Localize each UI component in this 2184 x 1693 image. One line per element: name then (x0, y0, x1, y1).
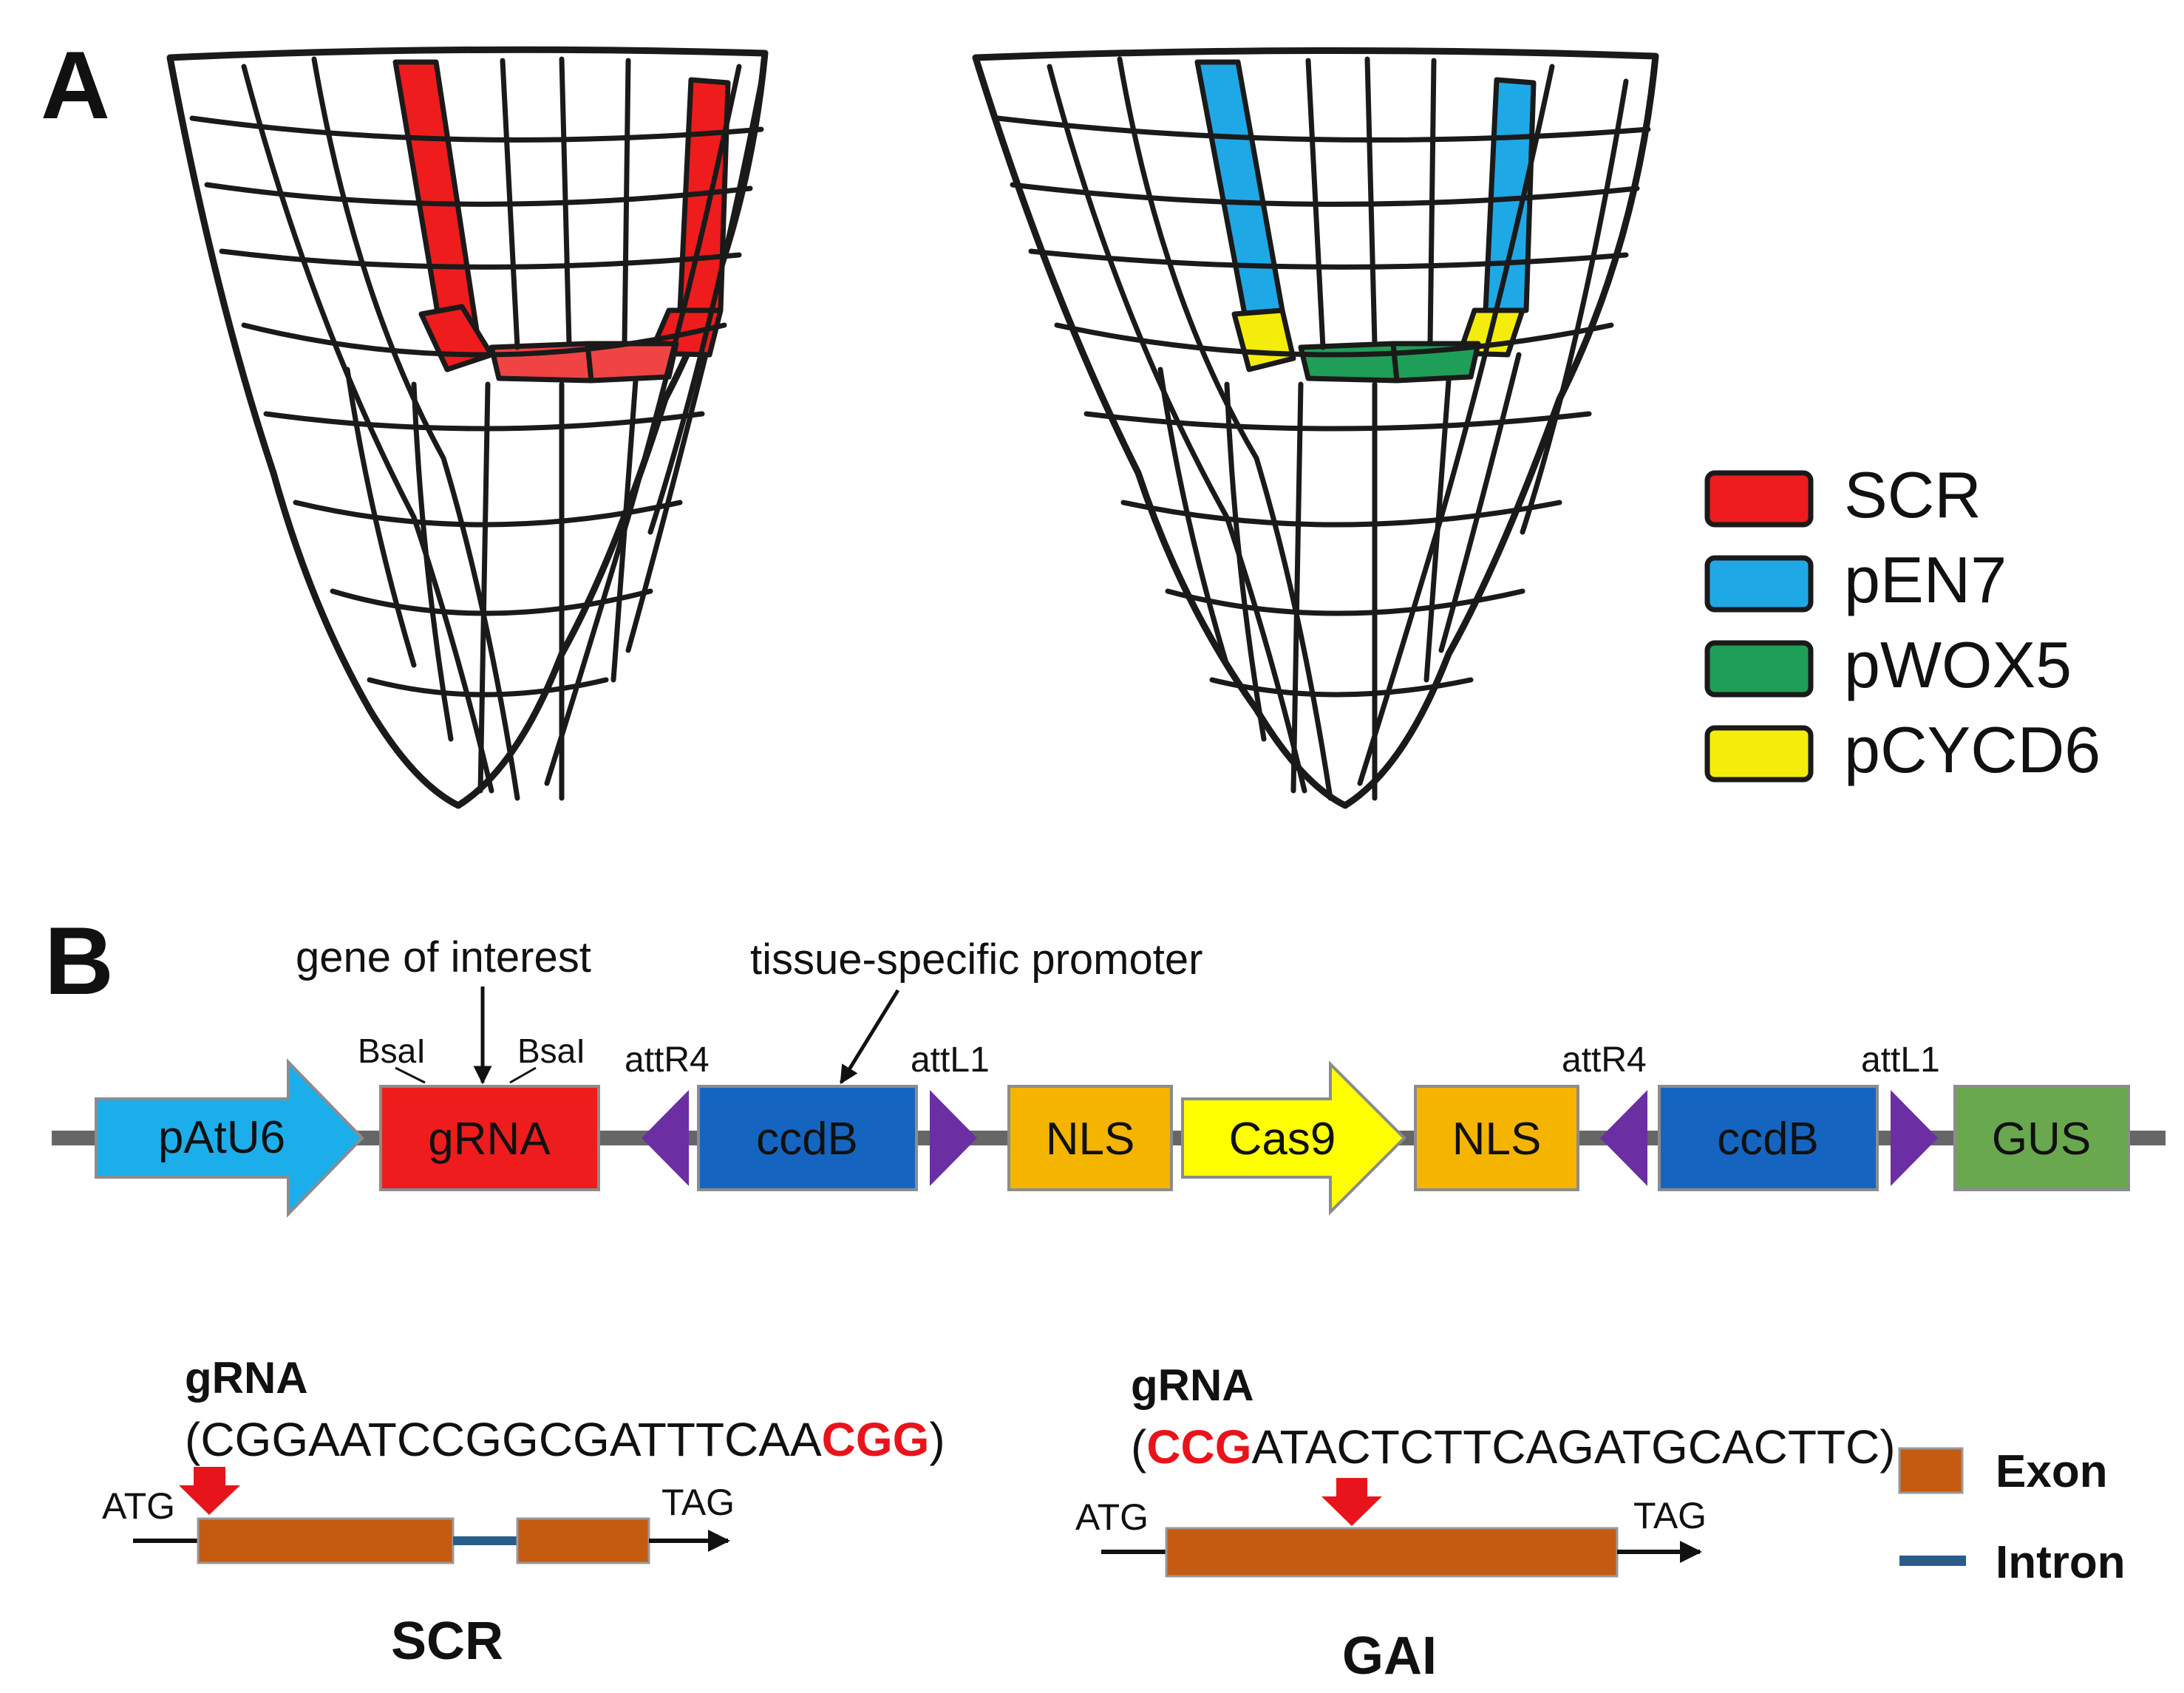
en7-endodermis-right (1483, 77, 1537, 313)
root-scr-expression (166, 46, 769, 809)
cell-walls (995, 56, 1651, 801)
panel-a-label: A (41, 31, 110, 139)
nls-label-2: NLS (1452, 1114, 1542, 1165)
gai-grna-title: gRNA (1131, 1360, 1254, 1410)
gai-pam: CCG (1146, 1420, 1251, 1474)
legend-swatch-scr (1704, 470, 1814, 528)
panel-b-label: B (44, 907, 114, 1015)
gai-grna-sequence: (CCGATACTCTTCAGATGCACTTC) (1131, 1420, 1896, 1474)
gai-cut-site-arrow (1321, 1478, 1382, 1526)
ccdb-label-2: ccdB (1717, 1114, 1819, 1165)
legend-label-scr: SCR (1844, 458, 1981, 531)
legend-swatch-pcycd6 (1704, 725, 1814, 783)
attl1-label-1: attL1 (911, 1040, 990, 1080)
scr-exon-2 (516, 1517, 650, 1564)
legend-swatch-pwox5 (1704, 640, 1814, 698)
attr4-site-2 (1600, 1090, 1647, 1186)
scr-start-codon: ATG (102, 1485, 175, 1527)
scr-gene-model: gRNA (CGGAATCCGGCGATTTCAACGG) ATG TAG SC… (102, 1353, 945, 1671)
attl1-site-2 (1891, 1090, 1938, 1186)
bsai-site-left: BsaI (358, 1032, 426, 1070)
scr-pam: CGG (822, 1413, 930, 1466)
legend-exon-swatch (1898, 1447, 1964, 1494)
legend-label-pwox5: pWOX5 (1844, 628, 2072, 701)
gai-protospacer: ATACTCTTCAGATGCACTTC (1252, 1420, 1880, 1474)
legend-gene-structure: Exon Intron (1898, 1446, 2126, 1588)
gai-start-codon: ATG (1075, 1496, 1149, 1538)
grna-part (379, 1085, 600, 1191)
gus-label: GUS (1992, 1114, 2091, 1165)
gai-gene-name: GAI (1342, 1626, 1437, 1686)
scr-gene-name: SCR (391, 1612, 503, 1671)
attr4-label-2: attR4 (1562, 1040, 1647, 1080)
legend-swatch-pen7 (1704, 555, 1814, 613)
cas9-label: Cas9 (1229, 1114, 1336, 1165)
gai-exon (1165, 1527, 1619, 1578)
grna-part-label: gRNA (428, 1114, 551, 1165)
bsai-right-leader (509, 1066, 537, 1084)
cell-walls (189, 56, 764, 801)
scr-stop-codon: TAG (661, 1482, 735, 1523)
scr-grna-title: gRNA (185, 1353, 308, 1403)
attl1-site-1 (930, 1090, 977, 1186)
attl1-label-2: attL1 (1861, 1040, 1940, 1080)
nls-part-1 (1007, 1085, 1173, 1191)
cas9-part (1181, 1060, 1406, 1216)
scr-exon-1 (197, 1517, 455, 1564)
legend-expression-domains: SCR pEN7 pWOX5 pCYCD6 (1704, 458, 2100, 786)
legend-exon-label: Exon (1996, 1446, 2108, 1497)
legend-label-pcycd6: pCYCD6 (1844, 713, 2100, 786)
nls-label-1: NLS (1046, 1114, 1135, 1165)
patu6-promoter (95, 1058, 364, 1218)
root-marker-expression (972, 47, 1659, 809)
gene-of-interest-label: gene of interest (296, 933, 591, 981)
ccdb-label-1: ccdB (756, 1114, 858, 1165)
attr4-label-1: attR4 (625, 1040, 710, 1080)
nls-part-2 (1414, 1085, 1579, 1191)
gai-stop-codon: TAG (1633, 1495, 1707, 1536)
legend-label-pen7: pEN7 (1844, 543, 2007, 616)
attr4-site-1 (642, 1090, 689, 1186)
legend-intron-label: Intron (1996, 1537, 2126, 1588)
tissue-specific-promoter-label: tissue-specific promoter (750, 936, 1202, 984)
scr-cut-site-arrow (179, 1467, 240, 1515)
bsai-left-leader (395, 1066, 426, 1084)
scr-protospacer: CGGAATCCGGCGATTTCAA (200, 1413, 822, 1466)
tissue-promoter-arrow (839, 989, 900, 1085)
bsai-site-right: BsaI (517, 1032, 585, 1070)
wox5-qc-left (1298, 341, 1400, 384)
ccdb-part-1 (697, 1085, 918, 1191)
ccdb-part-2 (1658, 1085, 1879, 1191)
scr-grna-sequence: (CGGAATCCGGCGATTTCAACGG) (185, 1413, 945, 1466)
gai-gene-model: gRNA (CCGATACTCTTCAGATGCACTTC) ATG TAG G… (1075, 1360, 1896, 1686)
gus-reporter (1953, 1085, 2130, 1191)
patu6-label: pAtU6 (158, 1112, 285, 1163)
